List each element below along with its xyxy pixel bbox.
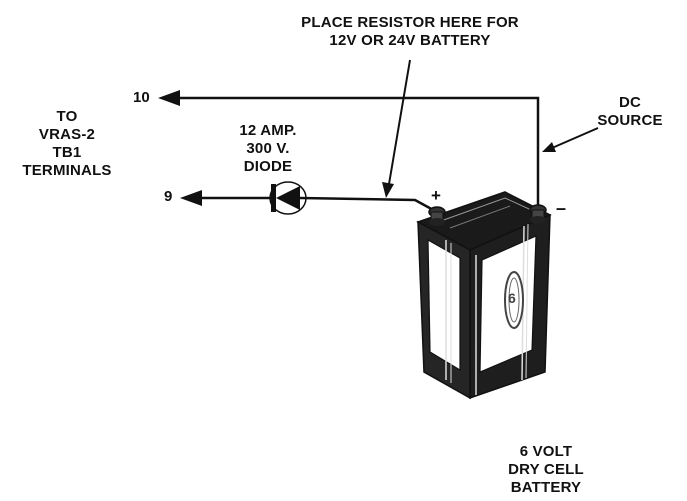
negative-sign: – bbox=[556, 198, 567, 218]
diode-label-line-2: 300 V. bbox=[246, 140, 290, 157]
dc-source-pointer-head bbox=[542, 142, 556, 152]
positive-terminal bbox=[428, 206, 446, 226]
resistor-note: PLACE RESISTOR HERE FOR 12V OR 24V BATTE… bbox=[265, 14, 555, 50]
wire-positive-to-diode bbox=[299, 196, 438, 214]
diode-symbol bbox=[269, 181, 307, 215]
terminals-label-line-3: TB1 bbox=[52, 144, 82, 161]
diode-label-line-1: 12 AMP. bbox=[239, 122, 297, 139]
arrow-10 bbox=[158, 90, 180, 106]
terminals-label-line-2: VRAS-2 bbox=[38, 126, 96, 143]
wire-negative-to-10 bbox=[180, 96, 540, 210]
battery-face-mark: 6 bbox=[508, 290, 516, 306]
battery-label-line-3: BATTERY bbox=[510, 479, 582, 496]
battery-label-line-2: DRY CELL bbox=[508, 461, 584, 478]
resistor-note-line-1: PLACE RESISTOR HERE FOR bbox=[301, 14, 519, 31]
terminals-label-line-1: TO bbox=[56, 108, 78, 125]
diode-label-line-3: DIODE bbox=[243, 158, 293, 175]
arrow-9 bbox=[180, 190, 202, 206]
battery-label: 6 VOLT DRY CELL BATTERY bbox=[496, 443, 596, 497]
dc-source-label: DC SOURCE bbox=[594, 94, 666, 130]
terminal-10-label: 10 bbox=[133, 89, 150, 106]
terminals-label: TO VRAS-2 TB1 TERMINALS bbox=[22, 108, 112, 180]
dc-source-pointer-line bbox=[551, 127, 599, 149]
terminals-label-line-4: TERMINALS bbox=[22, 162, 112, 179]
terminal-9-label: 9 bbox=[164, 188, 173, 205]
resistor-note-line-2: 12V OR 24V BATTERY bbox=[329, 32, 491, 49]
positive-sign: + bbox=[431, 186, 441, 205]
negative-terminal bbox=[529, 204, 547, 224]
dc-source-label-line-2: SOURCE bbox=[597, 112, 663, 129]
battery-illustration bbox=[416, 191, 552, 400]
dc-source-label-line-1: DC bbox=[618, 94, 642, 111]
resistor-pointer-line bbox=[387, 59, 411, 191]
battery-label-line-1: 6 VOLT bbox=[519, 443, 573, 460]
diode-label: 12 AMP. 300 V. DIODE bbox=[228, 122, 308, 176]
resistor-pointer-head bbox=[382, 182, 394, 198]
